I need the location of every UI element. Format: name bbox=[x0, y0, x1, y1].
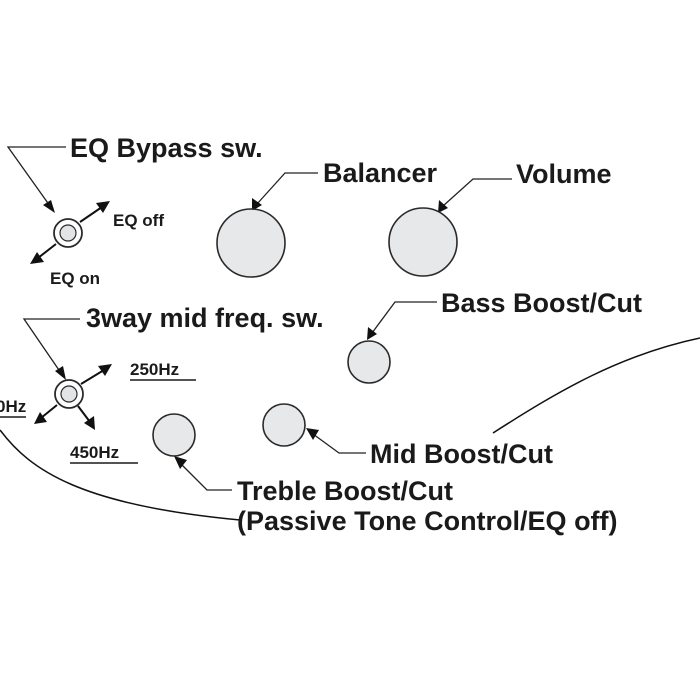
balancer-leader-arrowhead bbox=[252, 198, 262, 211]
eq-on-label: EQ on bbox=[50, 269, 100, 288]
eq-bypass-leader-line bbox=[6, 146, 66, 207]
volume-leader-arrowhead bbox=[438, 200, 448, 213]
volume-knob[interactable] bbox=[388, 207, 458, 277]
bass-label: Bass Boost/Cut bbox=[441, 288, 642, 318]
balancer-leader-line bbox=[256, 172, 318, 205]
eq-bypass-switch-lever bbox=[59, 224, 77, 242]
eq-off-arrow-shaft bbox=[79, 206, 103, 223]
mid-label: Mid Boost/Cut bbox=[370, 439, 553, 469]
eq-on-arrowhead bbox=[30, 252, 44, 264]
body-outline-left bbox=[0, 429, 241, 521]
freq-450-label: 450Hz bbox=[70, 443, 119, 462]
mid-leader-line bbox=[312, 433, 366, 454]
treble-knob[interactable] bbox=[152, 413, 196, 457]
freq-250-label: 250Hz bbox=[130, 360, 179, 379]
freq-partial-label: 0Hz bbox=[0, 397, 26, 416]
mid-freq-switch-lever bbox=[60, 385, 78, 403]
bass-leader-line bbox=[371, 301, 437, 334]
balancer-label: Balancer bbox=[323, 158, 438, 188]
freq-450-arrow-shaft bbox=[77, 405, 91, 423]
eq-bypass-leader-arrowhead bbox=[43, 200, 55, 213]
treble-leader-arrowhead bbox=[174, 456, 187, 469]
mid-freq-switch-leader-arrowhead bbox=[55, 366, 66, 380]
freq-250-arrowhead bbox=[98, 364, 112, 376]
freq-450-arrowhead bbox=[84, 416, 95, 430]
treble-label-line2: (Passive Tone Control/EQ off) bbox=[237, 506, 618, 536]
eq-bypass-switch-label: EQ Bypass sw. bbox=[70, 133, 263, 163]
treble-leader-line bbox=[179, 462, 232, 491]
freq-left-arrowhead bbox=[34, 412, 47, 424]
treble-label-line1: Treble Boost/Cut bbox=[237, 476, 453, 506]
balancer-knob[interactable] bbox=[216, 208, 286, 278]
bass-leader-arrowhead bbox=[367, 327, 377, 340]
eq-off-arrowhead bbox=[96, 201, 110, 213]
mid-freq-switch-label: 3way mid freq. sw. bbox=[86, 303, 324, 333]
volume-leader-line bbox=[442, 178, 512, 207]
freq-left-arrow-shaft bbox=[40, 404, 58, 419]
freq-250-arrow-shaft bbox=[80, 369, 105, 385]
eq-on-arrow-shaft bbox=[37, 243, 57, 259]
body-outline-right bbox=[492, 337, 700, 434]
mid-freq-switch-leader-line bbox=[22, 318, 80, 374]
mid-knob[interactable] bbox=[262, 403, 306, 447]
bass-knob[interactable] bbox=[347, 340, 391, 384]
mid-leader-arrowhead bbox=[306, 428, 319, 440]
volume-label: Volume bbox=[516, 159, 612, 189]
eq-off-label: EQ off bbox=[113, 211, 164, 230]
